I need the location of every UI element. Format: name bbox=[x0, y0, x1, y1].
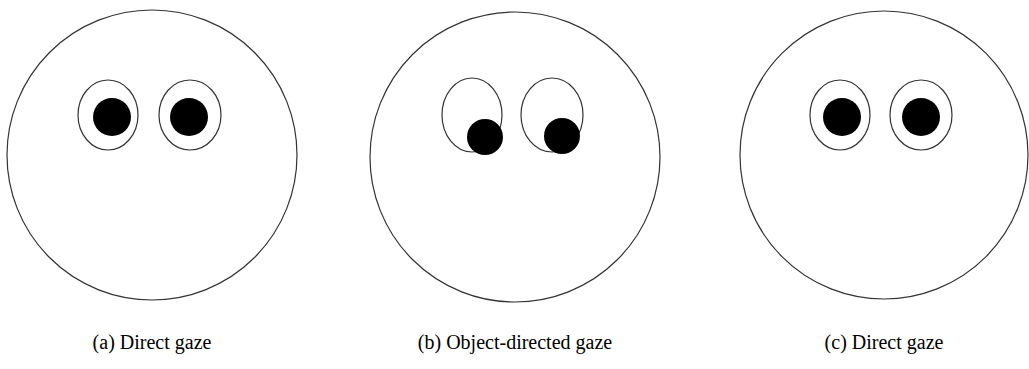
figure-caption: (c) Direct gaze bbox=[825, 330, 944, 354]
face-outline bbox=[7, 10, 297, 300]
figure-caption: (a) Direct gaze bbox=[93, 330, 212, 354]
pupil bbox=[467, 119, 503, 155]
figure-caption: (b) Object-directed gaze bbox=[418, 330, 612, 354]
eye-outline bbox=[890, 80, 952, 150]
eye-outline bbox=[810, 80, 870, 150]
eye-outline bbox=[159, 80, 221, 150]
pupil bbox=[544, 118, 580, 154]
face-outline bbox=[370, 12, 660, 302]
eye-outline bbox=[78, 80, 138, 150]
pupil bbox=[170, 98, 208, 136]
pupil bbox=[823, 98, 861, 136]
pupil bbox=[93, 98, 131, 136]
face-outline bbox=[740, 11, 1028, 299]
pupil bbox=[902, 98, 940, 136]
